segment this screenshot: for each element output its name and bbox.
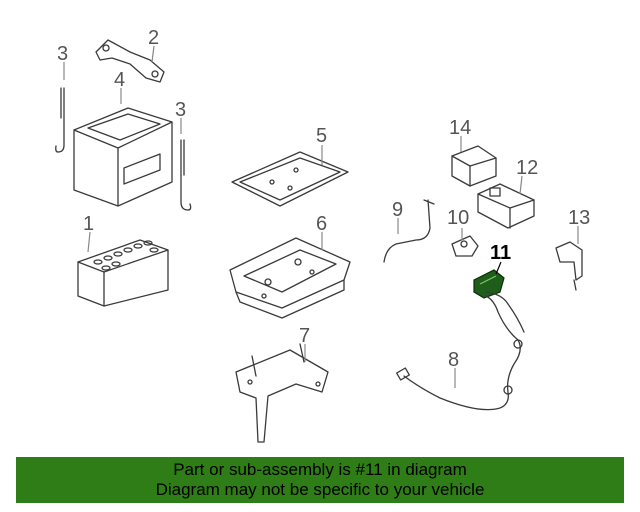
callout-14: 14 bbox=[449, 117, 471, 139]
banner-line-1: Part or sub-assembly is #11 in diagram bbox=[173, 460, 467, 479]
part-9-cable[interactable] bbox=[383, 199, 435, 263]
callout-5: 5 bbox=[316, 125, 327, 147]
callout-13: 13 bbox=[568, 207, 590, 229]
part-7-lower-bracket[interactable] bbox=[235, 343, 329, 443]
callout-7: 7 bbox=[299, 325, 310, 347]
part-14-cover[interactable] bbox=[451, 145, 497, 187]
callout-12: 12 bbox=[516, 157, 538, 179]
part-11-highlighted[interactable] bbox=[473, 269, 505, 299]
callout-6: 6 bbox=[316, 213, 327, 235]
info-banner: Part or sub-assembly is #11 in diagram D… bbox=[16, 457, 624, 503]
callout-4: 4 bbox=[114, 69, 125, 91]
part-4-battery-tray[interactable] bbox=[73, 107, 173, 207]
callout-11: 11 bbox=[490, 242, 511, 264]
part-6-support-bracket[interactable] bbox=[229, 237, 351, 319]
part-12-fuse-block[interactable] bbox=[477, 183, 535, 229]
banner-line-2: Diagram may not be specific to your vehi… bbox=[155, 480, 485, 499]
callout-2: 2 bbox=[148, 27, 159, 49]
part-2-clamp[interactable] bbox=[95, 39, 165, 83]
part-3-jbolt-right[interactable] bbox=[180, 139, 192, 211]
part-13-bracket[interactable] bbox=[555, 241, 583, 291]
part-10-terminal[interactable] bbox=[451, 235, 479, 257]
part-8-cable-harness[interactable] bbox=[396, 291, 525, 411]
callout-1: 1 bbox=[83, 213, 94, 235]
callout-10: 10 bbox=[447, 207, 469, 229]
parts-diagram: 1 2 3 4 3 5 bbox=[55, 27, 590, 443]
part-5-tray-plate[interactable] bbox=[231, 151, 349, 207]
callout-9: 9 bbox=[392, 199, 403, 221]
callout-8: 8 bbox=[448, 349, 459, 371]
callout-3a: 3 bbox=[57, 43, 68, 65]
callout-3b: 3 bbox=[175, 99, 186, 121]
part-1-battery[interactable] bbox=[77, 239, 169, 307]
part-3-jbolt-left[interactable] bbox=[55, 87, 65, 153]
